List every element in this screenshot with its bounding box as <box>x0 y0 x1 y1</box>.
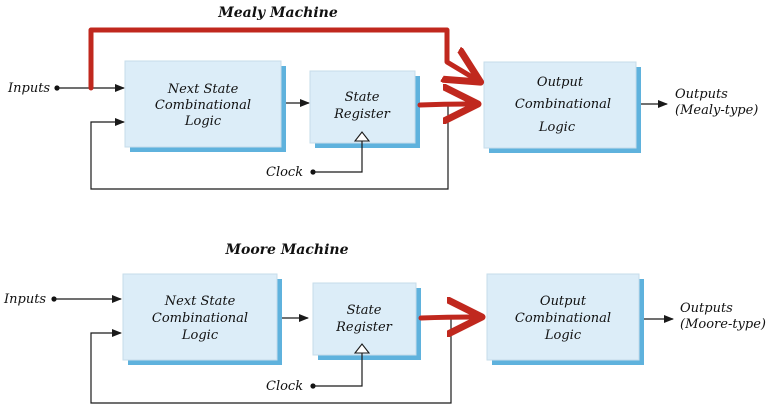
moore-register-line1: State <box>347 303 382 318</box>
mealy-next-state-block: Next State Combinational Logic <box>124 60 286 152</box>
moore-output-line1: Output <box>540 294 587 309</box>
moore-next-state-line2: Combinational <box>152 311 248 326</box>
mealy-output-line1: Output <box>537 75 584 90</box>
mealy-state-register-block: State Register <box>309 70 420 148</box>
mealy-outputs-label: Outputs <box>675 87 728 102</box>
mealy-outputs-type: (Mealy-type) <box>675 103 758 118</box>
moore-next-state-line1: Next State <box>164 294 236 309</box>
moore-output-block: Output Combinational Logic <box>486 273 644 365</box>
moore-next-state-line3: Logic <box>181 328 219 343</box>
mealy-clock-label: Clock <box>266 165 303 180</box>
mealy-next-state-line3: Logic <box>184 114 222 129</box>
mealy-title: Mealy Machine <box>217 5 338 21</box>
mealy-output-line2: Combinational <box>515 97 611 112</box>
mealy-register-line2: Register <box>333 107 391 122</box>
moore-register-to-output-highlight <box>418 317 472 318</box>
moore-outputs-type: (Moore-type) <box>680 317 766 332</box>
mealy-output-block: Output Combinational Logic <box>483 61 641 153</box>
mealy-inputs-label: Inputs <box>7 81 50 96</box>
moore-state-register-block: State Register <box>312 282 421 360</box>
mealy-register-to-output-highlight <box>417 104 468 105</box>
moore-next-state-block: Next State Combinational Logic <box>122 273 282 365</box>
mealy-clock-wire <box>313 141 363 173</box>
moore-output-line2: Combinational <box>515 311 611 326</box>
mealy-input-to-output-highlight <box>88 27 472 91</box>
mealy-register-line1: State <box>345 90 380 105</box>
moore-register-line2: Register <box>335 320 393 335</box>
moore-clock-wire <box>313 353 363 387</box>
moore-clock-label: Clock <box>266 379 303 394</box>
moore-feedback-wire <box>90 318 452 404</box>
moore-outputs-label: Outputs <box>680 301 733 316</box>
mealy-next-state-line2: Combinational <box>155 98 251 113</box>
mealy-next-state-line1: Next State <box>167 82 239 97</box>
moore-inputs-label: Inputs <box>3 292 46 307</box>
mealy-output-line3: Logic <box>538 120 576 135</box>
mealy-machine: Mealy Machine Inputs Next State Combinat… <box>7 5 758 190</box>
moore-output-line3: Logic <box>544 328 582 343</box>
moore-machine: Moore Machine Inputs Next State Combinat… <box>3 242 766 404</box>
moore-title: Moore Machine <box>224 242 348 258</box>
